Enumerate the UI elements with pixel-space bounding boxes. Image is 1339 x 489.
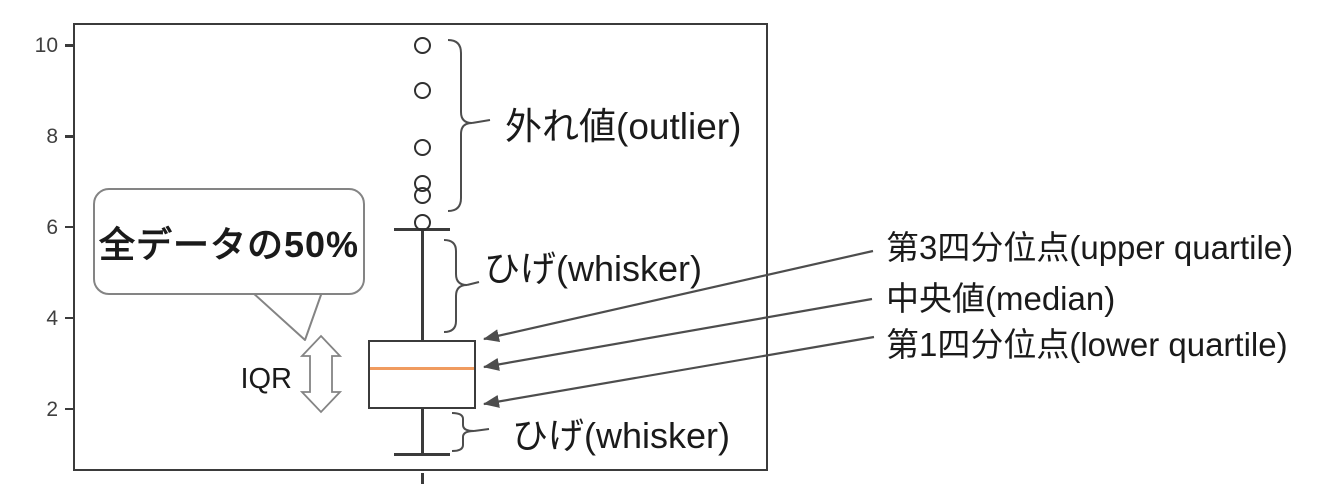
median-line [370,366,474,370]
callout-bubble: 全データの50% [93,188,365,295]
median-label: 中央値(median) [886,280,1116,317]
lower-whisker-cap [394,452,450,456]
outlier-point [413,36,431,54]
y-tick-label: 2 [46,397,58,421]
plot-area [73,23,768,471]
y-tick-mark [65,44,73,47]
lower-whisker-line [421,408,424,454]
upper-quartile-label: 第3四分位点(upper quartile) [886,229,1294,266]
iqr-box [368,340,476,409]
outlier-point [413,175,431,193]
outlier-point [413,213,431,231]
y-tick-label: 8 [46,125,58,149]
upper-whisker-line [421,229,424,341]
y-tick-mark [65,135,73,138]
lower-quartile-label: 第1四分位点(lower quartile) [886,326,1288,363]
y-tick-label: 6 [46,215,58,239]
iqr-label: IQR [240,363,292,395]
callout-bubble-text: 全データの50% [98,223,360,265]
y-tick-mark [65,316,73,320]
x-axis-tick [421,473,424,484]
upper-whisker-label: ひげ(whisker) [484,248,703,289]
y-tick-label: 4 [46,306,58,330]
outlier-label: 外れ値(outlier) [505,106,742,147]
outlier-point [413,82,431,100]
y-tick-mark [65,407,73,411]
outlier-point [413,138,431,156]
y-tick-mark [65,225,73,229]
y-tick-label: 10 [34,34,58,58]
lower-whisker-label: ひげ(whisker) [512,415,731,456]
